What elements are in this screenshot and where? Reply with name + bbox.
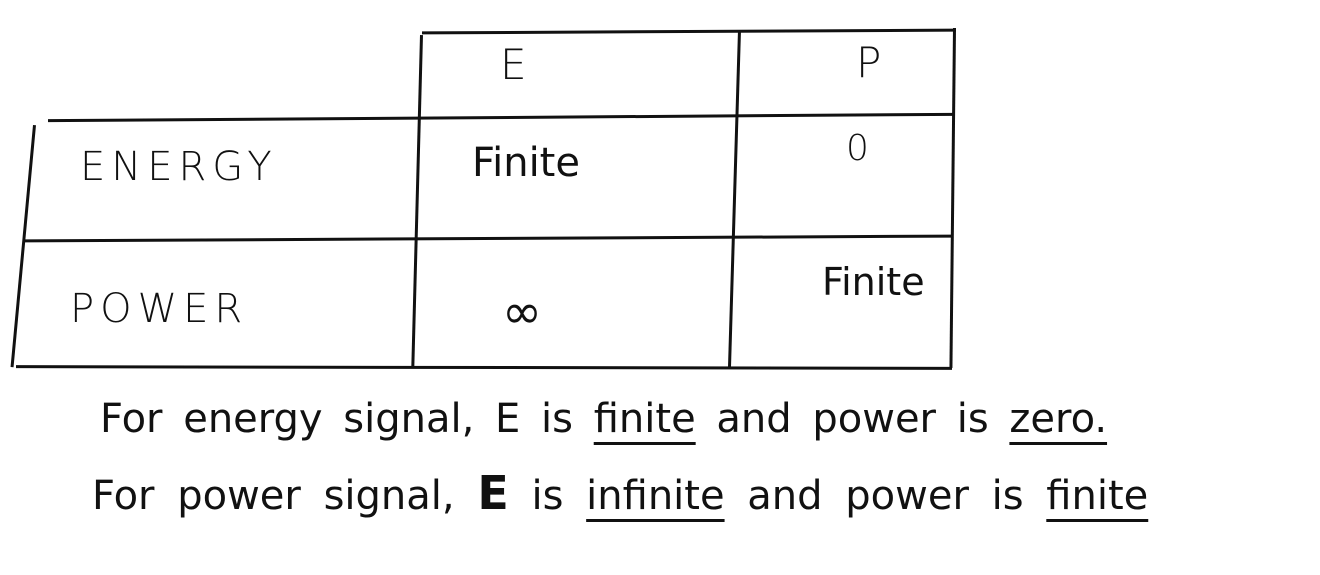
cell-energy-p: 0 <box>846 128 869 169</box>
note1-middle: and power is <box>716 396 989 442</box>
note2-middle: and power is <box>747 473 1024 519</box>
table-header-divider <box>48 112 954 123</box>
note2-is: is <box>531 473 564 519</box>
row-label-energy: ENERGY <box>80 144 278 190</box>
note2-prefix: For power signal, <box>92 473 455 519</box>
note1-blank-zero: zero. <box>1009 396 1108 442</box>
note-line-power: For power signal, E is infinite and powe… <box>92 466 1148 520</box>
cell-power-e: ∞ <box>502 284 542 340</box>
note2-blank-infinite: infinite <box>586 473 725 519</box>
column-header-p: P <box>856 38 882 87</box>
note1-blank-finite: finite <box>593 396 696 442</box>
note2-blank-finite: finite <box>1046 473 1149 519</box>
note1-prefix: For energy signal, E is <box>100 396 573 442</box>
table-left-border <box>10 125 36 368</box>
table-col1-divider <box>411 35 423 368</box>
table-right-border <box>949 28 956 369</box>
note2-bold-e: E <box>477 466 509 520</box>
cell-power-p: Finite <box>822 260 925 304</box>
table-bottom-border <box>15 365 953 370</box>
table-row-divider <box>23 234 953 243</box>
table-col2-divider <box>727 30 741 368</box>
note-line-energy: For energy signal, E is finite and power… <box>100 396 1107 442</box>
column-header-e: E <box>500 40 527 89</box>
cell-energy-e: Finite <box>472 140 580 186</box>
table-top-border <box>421 28 957 35</box>
row-label-power: POWER <box>70 286 249 332</box>
